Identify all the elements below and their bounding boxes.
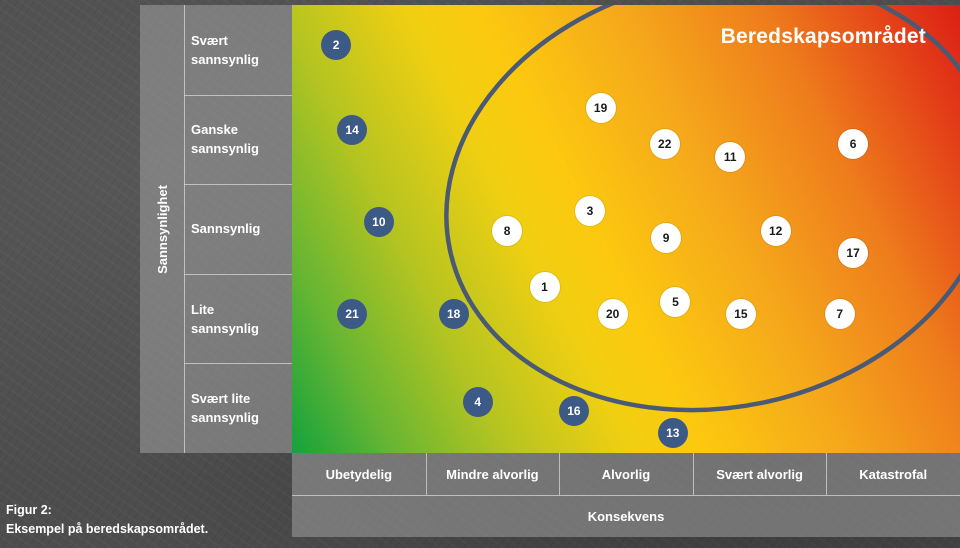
y-axis-label: Sannsynlighet xyxy=(140,5,184,453)
x-category-label: Mindre alvorlig xyxy=(446,466,539,482)
risk-marker-19: 19 xyxy=(585,93,616,124)
y-category-divider xyxy=(184,184,292,186)
y-category-label: Lite sannsynlig xyxy=(191,301,259,336)
y-category-label: Ganske sannsynlig xyxy=(191,122,259,157)
risk-marker-22: 22 xyxy=(649,128,680,159)
preparedness-region-outline xyxy=(444,5,960,413)
y-axis-label-text: Sannsynlighet xyxy=(154,184,170,274)
risk-marker-21: 21 xyxy=(337,299,368,330)
panel-divider xyxy=(184,5,185,453)
x-category-divider xyxy=(692,453,694,495)
y-category-divider xyxy=(184,94,292,96)
y-category-divider xyxy=(184,363,292,365)
y-category-label: Svært lite sannsynlig xyxy=(191,391,259,426)
x-axis-label: Konsekvens xyxy=(587,508,665,524)
y-category-panel xyxy=(184,5,292,453)
risk-marker-11: 11 xyxy=(715,142,746,173)
risk-marker-13: 13 xyxy=(657,418,688,449)
risk-marker-2: 2 xyxy=(321,30,352,61)
x-category-divider xyxy=(425,453,427,495)
y-axis-label-panel xyxy=(140,5,184,453)
risk-marker-20: 20 xyxy=(597,299,628,330)
x-category-divider xyxy=(826,453,828,495)
x-category-label: Svært alvorlig xyxy=(716,466,803,482)
risk-marker-14: 14 xyxy=(337,115,368,146)
figure-caption: Figur 2: Eksempel på beredskapsområdet. xyxy=(6,503,209,536)
x-panel-divider xyxy=(292,495,960,496)
y-category-label: Sannsynlig xyxy=(191,221,261,237)
risk-marker-16: 16 xyxy=(558,395,589,426)
x-category-divider xyxy=(559,453,561,495)
x-category-panel xyxy=(292,453,960,495)
risk-marker-9: 9 xyxy=(651,222,682,253)
risk-marker-8: 8 xyxy=(492,215,523,246)
risk-marker-3: 3 xyxy=(574,196,605,227)
risk-marker-6: 6 xyxy=(838,128,869,159)
x-category-label: Ubetydelig xyxy=(325,466,393,482)
preparedness-region-ellipse xyxy=(444,5,960,413)
risk-marker-1: 1 xyxy=(529,272,560,303)
risk-marker-10: 10 xyxy=(363,206,394,237)
preparedness-region-label: Beredskapsområdet xyxy=(720,25,926,48)
risk-marker-4: 4 xyxy=(462,386,493,417)
y-category-label: Svært sannsynlig xyxy=(191,32,259,67)
risk-marker-15: 15 xyxy=(725,299,756,330)
risk-marker-18: 18 xyxy=(438,299,469,330)
risk-marker-5: 5 xyxy=(660,287,691,318)
x-category-label: Katastrofal xyxy=(859,466,928,482)
x-axis-label-panel xyxy=(292,495,960,537)
risk-marker-17: 17 xyxy=(838,238,869,269)
x-category-label: Alvorlig xyxy=(601,466,651,482)
risk-marker-7: 7 xyxy=(824,299,855,330)
y-category-divider xyxy=(184,273,292,275)
risk-marker-12: 12 xyxy=(760,215,791,246)
